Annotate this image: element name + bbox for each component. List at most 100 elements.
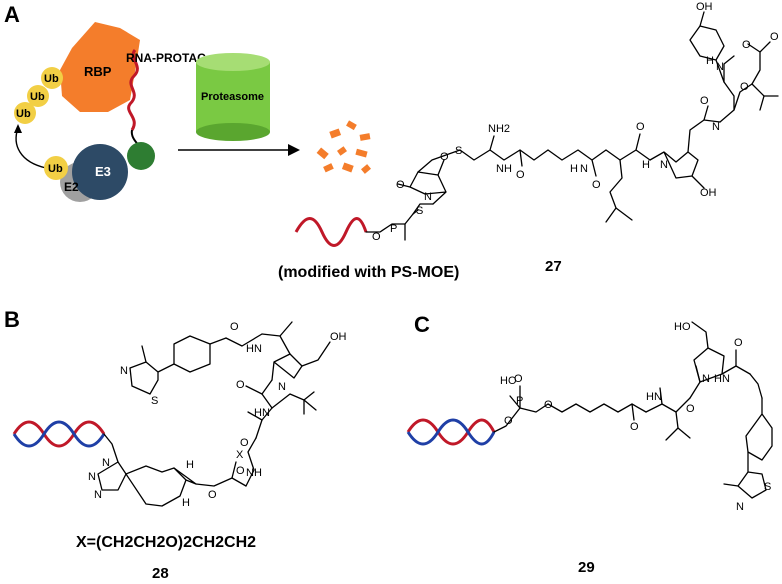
proteasome-label: Proteasome xyxy=(201,91,264,103)
c29-atom-o4: O xyxy=(630,421,639,433)
c29-helix-strand-1 xyxy=(406,418,496,446)
c27-atom-oh-pro: OH xyxy=(700,187,717,199)
c29-atom-h2: H xyxy=(714,373,722,385)
e3-label: E3 xyxy=(95,164,111,179)
compound-27-structure xyxy=(294,11,779,247)
compound-29-atoms: HO O P O HO O O N H O N O H N S N xyxy=(500,321,771,513)
c28-atom-n6: N xyxy=(102,457,110,469)
ub-label-4: Ub xyxy=(48,163,63,175)
c27-atom-n3: N xyxy=(496,163,504,175)
c29-atom-n2: N xyxy=(702,373,710,385)
degradation-arrowhead xyxy=(288,144,300,156)
c27-atom-o7: O xyxy=(592,179,601,191)
panel-label-c: C xyxy=(414,312,430,337)
c27-atom-n6: N xyxy=(712,121,720,133)
compound-29-structure xyxy=(493,321,773,499)
c28-atom-n5: N xyxy=(246,467,254,479)
c27-atom-o3: O xyxy=(396,179,405,191)
compound-27-atoms: OH O O H N NH2 S O N O O O P S N H O H N… xyxy=(372,1,779,243)
c27-atom-o10: O xyxy=(740,81,749,93)
transfer-arrow xyxy=(15,127,47,169)
c28-atom-oh: OH xyxy=(330,331,347,343)
c28-atom-n3: N xyxy=(120,365,128,377)
proteasome-body xyxy=(196,62,270,132)
c27-atom-h4: H xyxy=(642,159,650,171)
c28-atom-n2: N xyxy=(278,381,286,393)
ub-circle-2 xyxy=(27,85,49,107)
c28-atom-n7: N xyxy=(88,471,96,483)
c28-atom-n8: N xyxy=(94,489,102,501)
ub-label-1: Ub xyxy=(44,73,59,85)
c28-atom-o5: O xyxy=(236,465,245,477)
c29-atom-o6: O xyxy=(734,337,743,349)
c27-atom-h3: H xyxy=(570,163,578,175)
c27-atom-p: P xyxy=(390,223,397,235)
c28-atom-h2: H xyxy=(254,407,262,419)
c27-rna-wave xyxy=(294,217,368,247)
panel-label-a: A xyxy=(4,2,20,27)
proteasome-bottom xyxy=(196,123,270,141)
c29-atom-ho1: HO xyxy=(500,375,517,387)
c27-atom-o5: O xyxy=(516,169,525,181)
c28-atom-n1: N xyxy=(254,343,262,355)
c28-atom-h4: H xyxy=(186,459,194,471)
c27-atom-o1: O xyxy=(742,39,751,51)
c27-atom-nh2: NH2 xyxy=(488,123,510,135)
e3-ligand-circle xyxy=(127,142,155,170)
c29-helix-strand-2 xyxy=(406,418,496,446)
rna-protac-label: RNA-PROTAC xyxy=(126,51,206,65)
c28-atom-n4: N xyxy=(262,407,270,419)
c29-atom-ho2: HO xyxy=(674,321,691,333)
c29-atom-p: P xyxy=(516,395,523,407)
peptide-fragments xyxy=(316,120,371,174)
rna-protac-strand xyxy=(127,49,139,131)
c27-atom-h2: H xyxy=(504,163,512,175)
modified-note: (modified with PS-MOE) xyxy=(278,264,459,281)
c27-atom-o6: O xyxy=(372,231,381,243)
compound-27-number: 27 xyxy=(545,258,562,275)
c29-atom-o3: O xyxy=(544,399,553,411)
e3-circle xyxy=(72,144,128,200)
c28-atom-o3: O xyxy=(240,437,249,449)
c28-atom-h3: H xyxy=(254,467,262,479)
c28-atom-o4: O xyxy=(208,489,217,501)
c29-atom-o1: O xyxy=(514,373,523,385)
c27-atom-o2: O xyxy=(770,31,779,43)
ub-circle-3 xyxy=(14,102,36,124)
c28-atom-o2: O xyxy=(236,379,245,391)
ub-label-2: Ub xyxy=(30,91,45,103)
ub-label-3: Ub xyxy=(16,108,31,120)
c27-atom-n4: N xyxy=(580,163,588,175)
c27-atom-o9: O xyxy=(700,95,709,107)
c29-atom-n1: N xyxy=(654,391,662,403)
compound-28-number: 28 xyxy=(152,565,169,582)
c27-atom-n2: N xyxy=(424,191,432,203)
ub-circle-1 xyxy=(41,67,63,89)
compound-28-atoms: O H N OH N S N O N H O X N H N N N O O H… xyxy=(88,321,347,509)
proteasome-top xyxy=(196,53,270,71)
x-definition: X=(CH2CH2O)2CH2CH2 xyxy=(76,534,256,551)
c28-atom-x: X xyxy=(236,449,244,461)
c27-atom-n5: N xyxy=(660,159,668,171)
c27-atom-s: S xyxy=(455,145,462,157)
c28-atom-h1: H xyxy=(246,343,254,355)
compound-29-number: 29 xyxy=(578,559,595,576)
c28-atom-o1: O xyxy=(230,321,239,333)
c27-atom-oh-tyr: OH xyxy=(696,1,713,13)
c29-atom-o2: O xyxy=(504,415,513,427)
c29-atom-o5: O xyxy=(686,403,695,415)
panel-label-b: B xyxy=(4,307,20,332)
c29-atom-n4: N xyxy=(736,501,744,513)
rbp-shape xyxy=(60,22,140,112)
c28-helix-strand-1 xyxy=(12,420,106,448)
c27-atom-o8: O xyxy=(636,121,645,133)
c27-atom-o4: O xyxy=(440,151,449,163)
c27-atom-s2: S xyxy=(416,205,423,217)
c28-atom-h5: H xyxy=(182,497,190,509)
c29-atom-h1: H xyxy=(646,391,654,403)
c28-atom-s: S xyxy=(151,395,158,407)
ub-circle-4 xyxy=(44,156,68,180)
c27-atom-h1: H xyxy=(706,55,714,67)
c29-atom-n3: N xyxy=(722,373,730,385)
